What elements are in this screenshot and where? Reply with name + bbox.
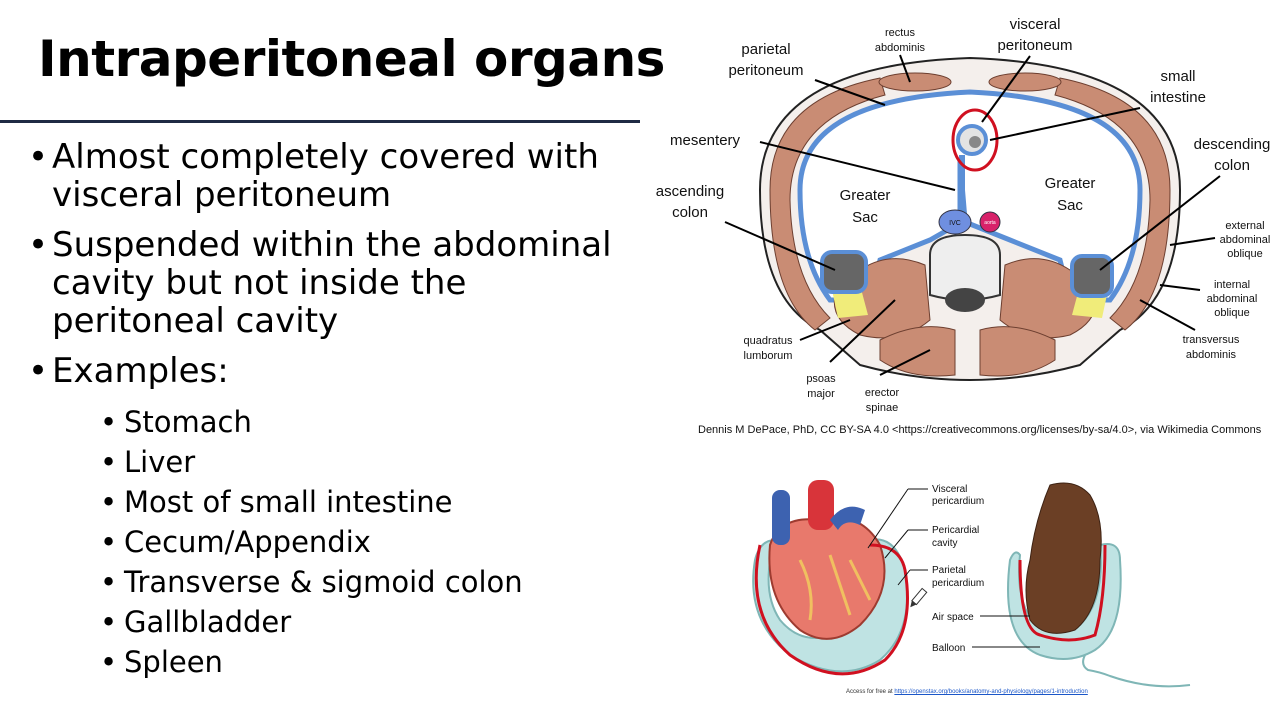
example-item: Gallbladder [100, 602, 628, 642]
aorta-vessel [979, 211, 1001, 233]
small-intestine-lumen [969, 136, 981, 148]
example-item: Liver [100, 442, 628, 482]
example-item: Cecum/Appendix [100, 522, 628, 562]
pencil-cursor-icon [910, 587, 928, 608]
pulmonary-vessel-right [830, 506, 865, 530]
label-aorta: aorta [984, 220, 996, 226]
rectus-muscle-right [988, 72, 1062, 92]
bullet-covered: Almost completely covered with visceral … [28, 138, 628, 214]
fist-shape [1025, 482, 1102, 634]
pericardium-leader-lines [867, 488, 1040, 648]
leader-lines [724, 54, 1221, 376]
example-item: Most of small intestine [100, 482, 628, 522]
label-balloon: Balloon [932, 643, 965, 654]
erector-spinae-right [979, 326, 1056, 377]
example-item: Spleen [100, 642, 628, 682]
pulmonary-vessel-left [772, 490, 790, 545]
label-mesentery: mesentery [670, 132, 741, 149]
label-ivc: IVC [949, 220, 961, 227]
parietal-peritoneum-line [797, 89, 1143, 303]
access-prefix: Access for free at [846, 689, 893, 695]
example-item: Stomach [100, 402, 628, 442]
bullet-examples: Examples: [28, 352, 628, 390]
ascending-colon-shape [820, 250, 868, 294]
aorta-arch [808, 480, 834, 530]
bullet-suspended: Suspended within the abdominal cavity bu… [28, 226, 628, 340]
coronary-vessels [798, 554, 872, 621]
slide-title: Intraperitoneal organs [38, 30, 665, 88]
rectus-muscle-left [878, 72, 952, 92]
ivc-vessel [938, 209, 972, 235]
examples-list: Stomach Liver Most of small intestine Ce… [28, 402, 628, 682]
example-item: Transverse & sigmoid colon [100, 562, 628, 602]
title-underline [0, 120, 640, 123]
red-annotation-circle [951, 108, 999, 172]
openstax-access-note: Access for free at https://openstax.org/… [846, 689, 1088, 695]
descending-colon-shape [1070, 254, 1114, 298]
label-air-space: Air space [932, 612, 974, 623]
spinal-canal [945, 288, 985, 312]
left-lateral-muscles [769, 77, 886, 331]
balloon-tie [1082, 654, 1191, 688]
openstax-link[interactable]: https://openstax.org/books/anatomy-and-p… [894, 689, 1088, 695]
bullet-list: Almost completely covered with visceral … [28, 138, 628, 682]
red-balloon-outline [1018, 544, 1107, 642]
red-pericardium-outline [754, 543, 909, 676]
image-credit: Dennis M DePace, PhD, CC BY-SA 4.0 <http… [698, 424, 1262, 436]
